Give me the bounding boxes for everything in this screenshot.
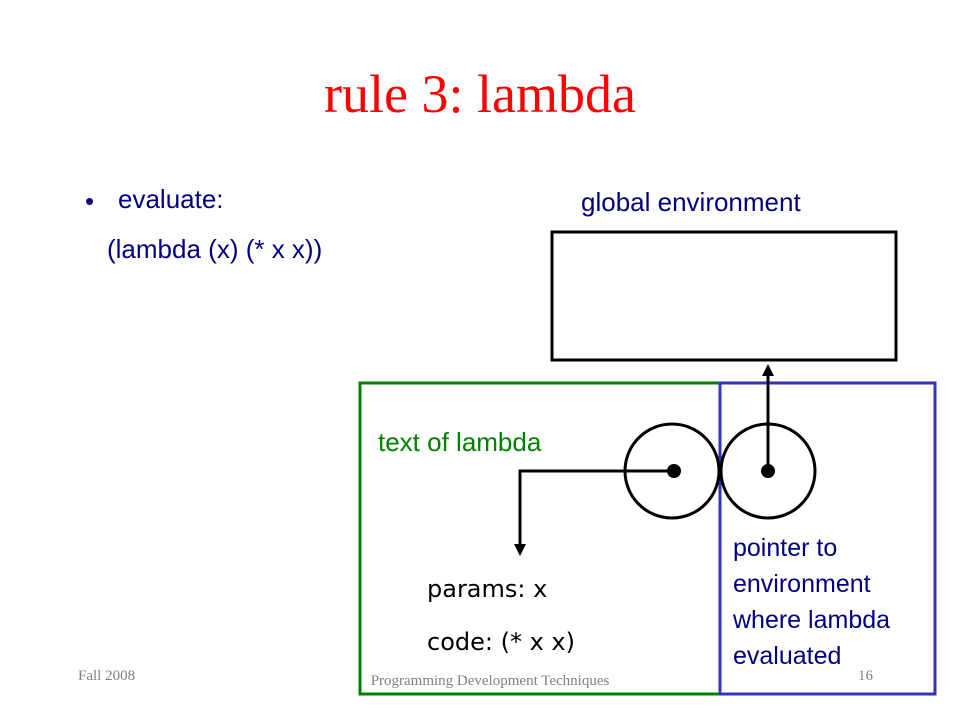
bullet-code: (lambda (x) (* x x)) xyxy=(107,234,323,264)
lambda-text-label: text of lambda xyxy=(378,427,542,457)
footer-date: Fall 2008 xyxy=(78,668,136,684)
global-environment-label: global environment xyxy=(581,187,801,217)
pointer-note: pointer to environment where lambda eval… xyxy=(733,534,891,670)
pointer-box xyxy=(718,381,937,696)
bullet-text: evaluate: xyxy=(118,184,224,214)
bullet-marker: • xyxy=(85,186,95,216)
code-pointer-arrow xyxy=(514,469,674,556)
code-label: code: (* x x) xyxy=(427,628,575,656)
params-label: params: x xyxy=(427,575,548,603)
footer-course: Programming Development Techniques xyxy=(370,673,610,689)
global-environment-frame xyxy=(550,230,898,362)
slide-title: rule 3: lambda xyxy=(324,64,636,124)
footer-page-number: 16 xyxy=(858,668,873,684)
